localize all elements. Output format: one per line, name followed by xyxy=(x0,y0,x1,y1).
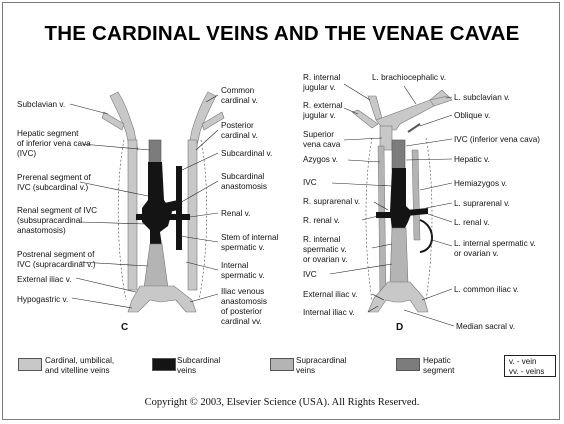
c-label-prerenal-2: IVC (subcardinal v.) xyxy=(17,183,89,192)
d-iliac-veins xyxy=(368,282,428,312)
d-label-l-subclavian: L. subclavian v. xyxy=(454,93,510,102)
c-label-external-iliac: External iliac v. xyxy=(17,275,71,284)
c-label-hepatic-3: (IVC) xyxy=(17,149,36,158)
legend-hepatic-line2: segment xyxy=(423,366,454,376)
c-label-postrenal-2: IVC (supracardinal v.) xyxy=(17,260,96,269)
d-label-hepatic-v: Hepatic v. xyxy=(454,155,490,164)
d-label-r-internal-jugular-2: jugular v. xyxy=(302,83,336,92)
c-label-stem-spermatic-1: Stem of internal xyxy=(221,233,279,242)
c-hepatic-segment xyxy=(149,140,161,164)
d-label-r-internal-jugular-1: R. internal xyxy=(303,73,340,82)
panel-c-left-labels: Subclavian v. Hepatic segment of inferio… xyxy=(17,100,97,304)
c-label-iliac-anast-3: of posterior xyxy=(221,307,262,316)
d-label-l-brachiocephalic: L. brachiocephalic v. xyxy=(372,73,446,82)
d-label-oblique: Oblique v. xyxy=(454,111,490,120)
c-label-hepatic-2: of inferior vena cava xyxy=(17,139,91,148)
d-label-r-internal-spermatic-3: or ovarian v. xyxy=(303,255,347,264)
d-label-median-sacral: Median sacral v. xyxy=(456,322,515,331)
legend-swatch-supracardinal xyxy=(270,358,294,371)
d-label-external-iliac: External iliac v. xyxy=(303,290,357,299)
c-left-posterior-cardinal xyxy=(128,140,137,290)
d-label-l-internal-spermatic-1: L. internal spermatic v. xyxy=(454,239,536,248)
d-left-spermatic-loop xyxy=(420,220,432,252)
legend-cardinal-line2: and vitelline veins xyxy=(45,366,114,376)
legend-supracardinal-line1: Supracardinal xyxy=(296,356,347,366)
legend-abbreviations: v. - vein vv. - veins xyxy=(504,355,556,377)
d-label-r-external-jugular-1: R. external xyxy=(303,101,343,110)
d-oblique-vein xyxy=(408,124,420,132)
c-label-stem-spermatic-2: spermatic v. xyxy=(221,243,265,252)
d-label-ivc-lower: IVC xyxy=(303,270,317,279)
c-label-renal-seg-1: Renal segment of IVC xyxy=(17,206,97,215)
c-label-renal-seg-3: anastomosis) xyxy=(17,226,66,235)
abbr-vein: v. - vein xyxy=(509,357,551,367)
c-label-common-cardinal-1: Common xyxy=(221,86,255,95)
legend-swatch-cardinal xyxy=(18,358,42,371)
d-label-superior-vena-cava-1: Superior xyxy=(303,130,334,139)
c-label-renal-seg-2: (subsupracardinal xyxy=(17,216,82,225)
d-label-hemiazygos: Hemiazygos v. xyxy=(454,179,507,188)
panel-c-right-labels: Common cardinal v. Posterior cardinal v.… xyxy=(221,86,279,326)
copyright-notice: Copyright © 2003, Elsevier Science (USA)… xyxy=(0,397,564,408)
c-label-renal-v: Renal v. xyxy=(221,209,250,218)
d-label-internal-iliac: Internal iliac v. xyxy=(303,308,355,317)
legend-subcardinal-line2: veins xyxy=(177,366,220,376)
d-label-r-suprarenal: R. suprarenal v. xyxy=(303,197,360,206)
legend-swatch-hepatic xyxy=(396,358,420,371)
legend-label-hepatic: Hepatic segment xyxy=(423,356,454,376)
d-ivc-subcardinal xyxy=(390,168,412,230)
d-label-l-common-iliac: L. common iliac v. xyxy=(454,285,519,294)
legend-supracardinal-line2: veins xyxy=(296,366,347,376)
d-label-azygos: Azygos v. xyxy=(303,155,338,164)
c-label-common-cardinal-2: cardinal v. xyxy=(221,96,258,105)
c-label-posterior-cardinal-1: Posterior xyxy=(221,121,254,130)
c-dashed-outline-right xyxy=(199,140,207,300)
c-label-iliac-anast-2: anastomosis xyxy=(221,297,267,306)
c-label-internal-spermatic-2: spermatic v. xyxy=(221,271,265,280)
d-label-r-renal: R. renal v. xyxy=(303,216,340,225)
d-label-r-internal-spermatic-2: spermatic v. xyxy=(303,245,347,254)
c-label-subcardinal-anast-2: anastomosis xyxy=(221,182,267,191)
d-label-r-external-jugular-2: jugular v. xyxy=(302,111,336,120)
d-label-r-internal-spermatic-1: R. internal xyxy=(303,235,340,244)
c-label-hepatic-1: Hepatic segment xyxy=(17,129,79,138)
panel-c-letter: C xyxy=(121,322,128,333)
c-label-iliac-anast-4: cardinal vv. xyxy=(221,317,262,326)
legend-subcardinal-line1: Subcardinal xyxy=(177,356,220,366)
legend-hepatic-line1: Hepatic xyxy=(423,356,454,366)
c-label-prerenal-1: Prerenal segment of xyxy=(17,173,91,182)
legend-label-subcardinal: Subcardinal veins xyxy=(177,356,220,376)
d-brachiocephalic xyxy=(376,90,448,130)
d-dashed-outline-right xyxy=(426,138,432,300)
d-label-ivc-upper: IVC xyxy=(303,178,317,187)
c-renal-veins xyxy=(136,214,190,220)
panel-d-letter: D xyxy=(396,322,403,333)
c-label-posterior-cardinal-2: cardinal v. xyxy=(221,131,258,140)
abbr-veins: vv. - veins xyxy=(509,367,551,377)
d-azygos xyxy=(378,146,386,300)
d-right-jugulars xyxy=(352,96,382,128)
legend-cardinal-line1: Cardinal, umbilical, xyxy=(45,356,114,366)
legend-swatch-subcardinal xyxy=(152,358,176,371)
c-iliac-veins xyxy=(128,286,196,312)
d-label-l-renal: L. renal v. xyxy=(454,218,489,227)
panel-d-left-labels: R. internal jugular v. R. external jugul… xyxy=(302,73,360,317)
legend-label-supracardinal: Supracardinal veins xyxy=(296,356,347,376)
legend-label-cardinal: Cardinal, umbilical, and vitelline veins xyxy=(45,356,114,376)
c-label-internal-spermatic-1: Internal xyxy=(221,261,248,270)
c-label-hypogastric: Hypogastric v. xyxy=(17,295,68,304)
d-hemiazygos xyxy=(412,150,420,240)
c-label-iliac-anast-1: Iliac venous xyxy=(221,287,264,296)
d-label-superior-vena-cava-2: vena cava xyxy=(303,140,341,149)
d-label-l-suprarenal: L. suprarenal v. xyxy=(454,199,510,208)
d-label-ivc-full: IVC (inferior vena cava) xyxy=(454,135,540,144)
c-label-subcardinal-v: Subcardinal v. xyxy=(221,149,272,158)
c-dashed-outline-left xyxy=(118,140,126,300)
c-label-subcardinal-anast-1: Subcardinal xyxy=(221,172,264,181)
c-label-postrenal-1: Postrenal segment of xyxy=(17,250,95,259)
c-label-subclavian: Subclavian v. xyxy=(17,100,65,109)
d-label-l-internal-spermatic-2: or ovarian v. xyxy=(454,249,498,258)
d-hepatic-segment xyxy=(392,140,405,170)
d-ivc-postrenal xyxy=(390,228,408,284)
